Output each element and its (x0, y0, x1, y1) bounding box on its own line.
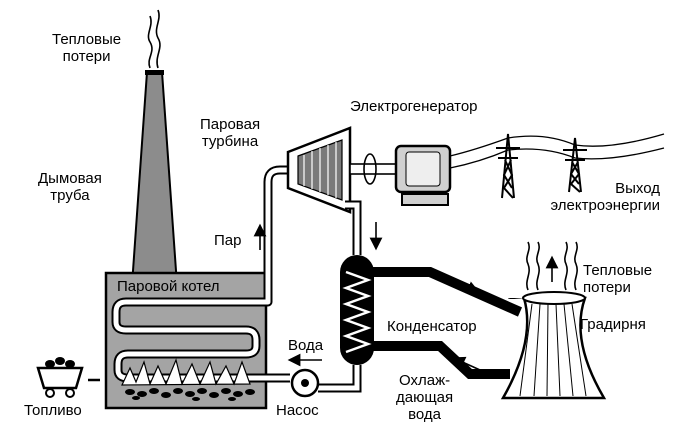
fuel-cart (36, 357, 100, 398)
cooling-tower (500, 291, 607, 400)
steam-pipe (263, 165, 296, 250)
chimney-label: Дымовая труба (38, 170, 102, 204)
chimney-smoke (147, 9, 161, 69)
condenser (340, 255, 374, 365)
power-output-label: Выход электроэнергии (550, 180, 660, 214)
steam-turbine (286, 126, 352, 214)
turbine-shaft (349, 153, 397, 185)
boiler-label: Паровой котел (117, 278, 220, 295)
cooling-tower-label: Градирня (580, 316, 646, 333)
tower-heat-loss-label: Тепловые потери (583, 262, 653, 296)
steam-boiler (104, 248, 290, 410)
power-lines (449, 133, 665, 169)
chimney-heat-loss-label: Тепловые потери (52, 31, 122, 65)
feedwater-pipe (318, 365, 362, 393)
tower-steam-plumes (526, 241, 578, 291)
pylon-1 (496, 133, 520, 199)
pump (290, 368, 320, 398)
turbine-label: Паровая турбина (200, 116, 261, 150)
hot-water-arrow (451, 279, 480, 294)
cooling-water-label: Охлаж- дающая вода (396, 372, 454, 423)
condenser-label: Конденсатор (387, 318, 477, 335)
coal-bed (125, 388, 255, 401)
boiler-flames (121, 358, 251, 386)
chimney (130, 70, 179, 286)
exhaust-steam-pipe (345, 200, 362, 255)
flow-arrows (253, 222, 559, 371)
fuel-label: Топливо (24, 402, 82, 419)
generator-label: Электрогенератор (350, 98, 478, 115)
steam-label: Пар (214, 232, 242, 249)
electric-generator (394, 144, 452, 206)
pump-label: Насос (276, 402, 319, 419)
water-label: Вода (288, 337, 324, 354)
cold-water-arrow (452, 356, 481, 371)
pylon-2 (563, 137, 587, 193)
